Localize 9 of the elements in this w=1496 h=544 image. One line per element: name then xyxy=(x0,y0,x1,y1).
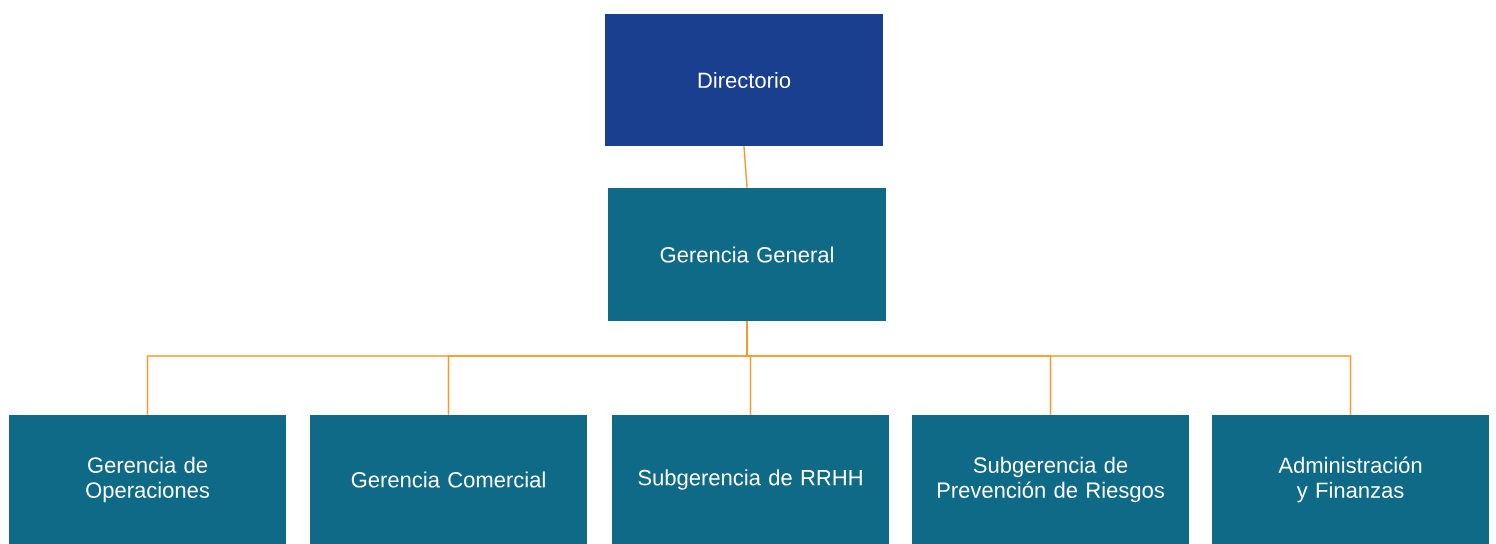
connector-line xyxy=(743,145,748,189)
org-box: Gerencia de Operaciones xyxy=(9,415,286,544)
org-box: Administración y Finanzas xyxy=(1212,415,1489,544)
org-box: Subgerencia de Prevención de Riesgos xyxy=(912,415,1189,544)
org-box: Gerencia General xyxy=(608,188,886,321)
org-box: Subgerencia de RRHH xyxy=(612,415,889,544)
org-box: Directorio xyxy=(605,14,883,146)
org-box: Gerencia Comercial xyxy=(310,415,587,544)
connector-line xyxy=(746,320,1352,416)
